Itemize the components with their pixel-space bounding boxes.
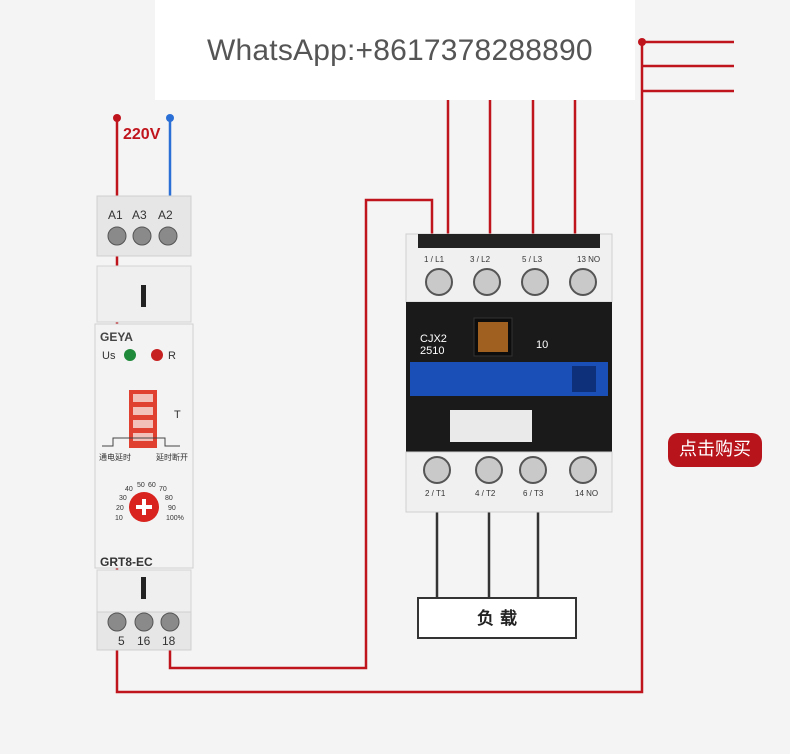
whatsapp-contact: WhatsApp:+8617378288890 — [207, 34, 593, 67]
dial-scale-20: 20 — [116, 505, 124, 512]
contactor-screw-t1 — [423, 456, 451, 484]
dial-scale-30: 30 — [119, 495, 127, 502]
mode-left-label: 通电延时 — [99, 452, 131, 462]
relay-terminal-a2-label: A2 — [158, 208, 173, 222]
relay-model: GRT8-EC — [100, 555, 153, 569]
dip-switch-3[interactable] — [133, 420, 153, 428]
led-r-label: R — [168, 350, 176, 362]
relay-brand: GEYA — [100, 330, 133, 344]
dial-scale-40: 40 — [125, 486, 133, 493]
buy-button[interactable]: 点击购买 — [668, 433, 762, 467]
right-supply-dot — [638, 38, 646, 46]
relay-terminal-5-label: 5 — [118, 634, 125, 648]
relay-screw-5 — [107, 612, 127, 632]
contactor-top-label-4: 13 NO — [577, 255, 600, 264]
dip-t-label: T — [174, 409, 181, 421]
led-r-red — [151, 349, 163, 361]
timer-relay: A1 A3 A2 GEYA Us R T 通电延时 延时断开 10 20 30 … — [94, 195, 194, 651]
contactor-screw-t2 — [475, 456, 503, 484]
contactor-bottom-label-4: 14 NO — [575, 489, 598, 498]
contactor: 1 / L1 3 / L2 5 / L3 13 NO CJX2 2510 10 … — [405, 233, 613, 513]
time-dial-slot-v — [142, 499, 146, 515]
contactor-model-1: CJX2 — [420, 333, 447, 345]
relay-screw-a1 — [107, 226, 127, 246]
contactor-bottom-label-3: 6 / T3 — [523, 489, 544, 498]
contactor-top-label-1: 1 / L1 — [424, 255, 445, 264]
load-box — [417, 597, 577, 639]
led-us-green — [124, 349, 136, 361]
dial-scale-50: 50 — [137, 482, 145, 489]
contact-banner: WhatsApp:+8617378288890 — [155, 0, 635, 100]
live-supply-dot — [113, 114, 121, 122]
contactor-screw-l3 — [521, 268, 549, 296]
dip-switch-1[interactable] — [133, 394, 153, 402]
relay-terminal-16-label: 16 — [137, 634, 151, 648]
contactor-top-label-3: 5 / L3 — [522, 255, 543, 264]
contactor-rating: 10 — [536, 339, 548, 351]
contactor-screw-l1 — [425, 268, 453, 296]
dial-scale-100: 100% — [166, 515, 184, 522]
contactor-model-2: 2510 — [420, 345, 444, 357]
dial-scale-80: 80 — [165, 495, 173, 502]
mode-diagram-line — [102, 437, 180, 447]
contactor-bottom-label-1: 2 / T1 — [425, 489, 446, 498]
relay-lower-slot — [141, 577, 146, 599]
contactor-screw-l2 — [473, 268, 501, 296]
dial-scale-70: 70 — [159, 486, 167, 493]
dial-scale-10: 10 — [115, 515, 123, 522]
relay-screw-16 — [134, 612, 154, 632]
contactor-screw-13no — [569, 268, 597, 296]
mode-right-label: 延时断开 — [156, 452, 188, 462]
relay-terminal-a3-label: A3 — [132, 208, 147, 222]
wire-18-to-coil — [168, 198, 434, 670]
neutral-supply-dot — [166, 114, 174, 122]
wire-5-to-supply — [115, 40, 644, 694]
relay-top-cap — [96, 195, 192, 257]
contactor-label-plate — [450, 410, 532, 442]
load-label: 负 载 — [477, 608, 517, 629]
relay-screw-a2 — [158, 226, 178, 246]
led-us-label: Us — [102, 350, 116, 362]
relay-terminal-a1-label: A1 — [108, 208, 123, 222]
contactor-bottom-label-2: 4 / T2 — [475, 489, 496, 498]
relay-screw-a3 — [132, 226, 152, 246]
contactor-top-label-2: 3 / L2 — [470, 255, 491, 264]
dip-switch-2[interactable] — [133, 407, 153, 415]
contactor-top-strip — [418, 234, 600, 248]
supply-voltage-label: 220V — [123, 126, 161, 143]
contactor-armature — [478, 322, 508, 352]
dip-switch-4[interactable] — [133, 433, 153, 441]
contactor-screw-14no — [569, 456, 597, 484]
dial-scale-60: 60 — [148, 482, 156, 489]
contactor-blue-tab — [572, 366, 596, 392]
relay-upper-slot — [141, 285, 146, 307]
relay-screw-18 — [160, 612, 180, 632]
dial-scale-90: 90 — [168, 505, 176, 512]
contactor-screw-t3 — [519, 456, 547, 484]
relay-terminal-18-label: 18 — [162, 634, 176, 648]
